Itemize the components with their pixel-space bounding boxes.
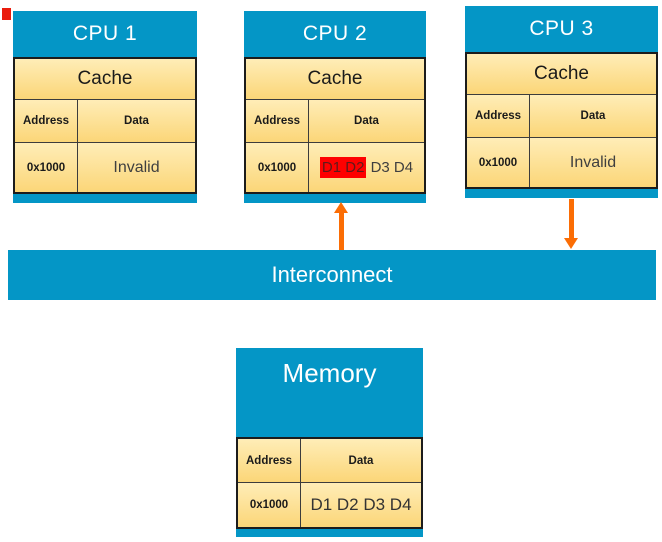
cpu1-cache-table: Cache Address Data 0x1000 Invalid bbox=[13, 57, 197, 194]
memory-data-cell: D1 D2 D3 D4 bbox=[301, 483, 421, 527]
cpu1-cache-label: Cache bbox=[15, 59, 195, 99]
cpu1-block: CPU 1 Cache Address Data 0x1000 Invalid bbox=[13, 11, 197, 203]
interconnect-label: Interconnect bbox=[271, 262, 393, 287]
cpu3-interconnect-arrow bbox=[564, 199, 578, 249]
cpu2-address-column-header: Address bbox=[246, 100, 308, 142]
cpu2-cache-table: Cache Address Data 0x1000 D1 D2 D3 D4 bbox=[244, 57, 426, 194]
memory-table: Address Data 0x1000 D1 D2 D3 D4 bbox=[236, 437, 423, 529]
cpu1-address-column-header: Address bbox=[15, 100, 77, 142]
cpu2-data-highlighted: D1 D2 bbox=[319, 157, 367, 178]
cpu1-data-column-header: Data bbox=[78, 100, 195, 142]
cpu3-title: CPU 3 bbox=[529, 17, 594, 40]
cpu3-address-cell: 0x1000 bbox=[467, 138, 529, 187]
cpu1-title: CPU 1 bbox=[72, 22, 138, 45]
cpu3-data-column-header: Data bbox=[530, 95, 656, 137]
cpu3-data-cell: Invalid bbox=[530, 138, 656, 187]
cpu2-interconnect-arrow bbox=[334, 202, 348, 252]
cpu2-address-cell: 0x1000 bbox=[246, 143, 308, 192]
arrow-down-icon bbox=[564, 238, 578, 249]
cpu1-address-cell: 0x1000 bbox=[15, 143, 77, 192]
memory-block: Memory Address Data 0x1000 D1 D2 D3 D4 bbox=[236, 348, 423, 537]
memory-address-cell: 0x1000 bbox=[238, 483, 300, 527]
cpu3-cache-table: Cache Address Data 0x1000 Invalid bbox=[465, 52, 658, 189]
cpu2-block: CPU 2 Cache Address Data 0x1000 D1 D2 D3… bbox=[244, 11, 426, 203]
red-artifact-marker bbox=[2, 8, 11, 20]
interconnect-bar: Interconnect bbox=[8, 250, 656, 300]
cpu2-title: CPU 2 bbox=[302, 22, 368, 45]
cpu2-cache-label: Cache bbox=[246, 59, 424, 99]
cpu2-data-column-header: Data bbox=[309, 100, 424, 142]
cpu3-address-column-header: Address bbox=[467, 95, 529, 137]
arrow-up-icon bbox=[334, 202, 348, 213]
cpu1-data-cell: Invalid bbox=[78, 143, 195, 192]
memory-title: Memory bbox=[282, 358, 377, 388]
cpu2-data-cell: D1 D2 D3 D4 bbox=[309, 143, 424, 192]
cpu3-cache-label: Cache bbox=[467, 54, 656, 94]
cpu2-data-rest: D3 D4 bbox=[366, 159, 414, 176]
cpu3-block: CPU 3 Cache Address Data 0x1000 Invalid bbox=[465, 6, 658, 198]
memory-data-column-header: Data bbox=[301, 439, 421, 482]
memory-address-column-header: Address bbox=[238, 439, 300, 482]
